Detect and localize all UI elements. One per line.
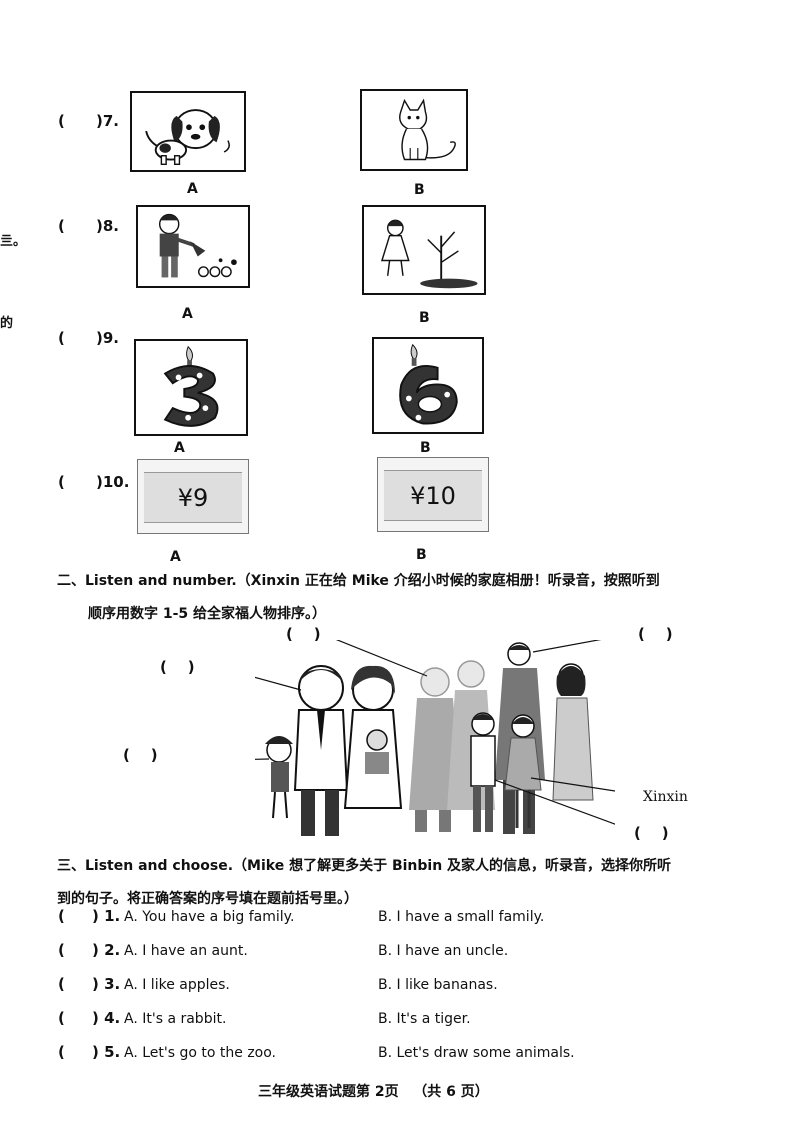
option-image-8a[interactable]: [136, 205, 250, 288]
choice-paren-4: (: [58, 1009, 65, 1027]
choice-number-4: ) 4.: [92, 1009, 121, 1027]
family-bracket-5[interactable]: ( ): [634, 824, 669, 842]
section-two-title-cont: 顺序用数字 1-5 给全家福人物排序。）: [88, 606, 327, 622]
margin-fragment-2: 的: [0, 316, 14, 331]
option-image-10a[interactable]: ¥9: [137, 459, 249, 534]
family-photo-icon: [172, 632, 642, 836]
family-bracket-2[interactable]: ( ): [160, 658, 195, 676]
question-number-9: )9.: [96, 329, 119, 347]
dog-icon: [145, 109, 230, 166]
answer-paren-8: (: [58, 217, 65, 235]
family-bracket-4[interactable]: ( ): [638, 625, 673, 643]
choice-number-2: ) 2.: [92, 941, 121, 959]
option-label-7a: A: [187, 181, 198, 197]
choice-2-a[interactable]: A. I have an aunt.: [124, 943, 248, 959]
choice-3-b[interactable]: B. I like bananas.: [378, 977, 498, 993]
option-label-7b: B: [414, 182, 425, 198]
choice-number-3: ) 3.: [92, 975, 121, 993]
option-image-9a[interactable]: [134, 339, 248, 436]
margin-fragment-1: 亖。: [0, 234, 27, 249]
girl-tree-icon: [380, 219, 478, 289]
option-image-7b[interactable]: [360, 89, 468, 171]
family-bracket-3[interactable]: ( ): [123, 746, 158, 764]
choice-1-b[interactable]: B. I have a small family.: [378, 909, 545, 925]
page-footer: 三年级英语试题第 2页 （共 6 页）: [258, 1084, 489, 1100]
option-label-10a: A: [170, 549, 181, 565]
choice-4-a[interactable]: A. It's a rabbit.: [124, 1011, 227, 1027]
option-label-9b: B: [420, 440, 431, 456]
question-number-8: )8.: [96, 217, 119, 235]
candle-six-icon: [399, 343, 458, 425]
section-two-title: 二、Listen and number.（Xinxin 正在给 Mike 介绍小…: [57, 573, 660, 589]
cat-icon: [399, 98, 456, 161]
price-label-10b: ¥10: [384, 470, 482, 521]
option-label-8a: A: [182, 306, 193, 322]
price-label-10a: ¥9: [144, 472, 242, 523]
family-photo: [172, 632, 642, 845]
boy-watering-icon: [158, 213, 237, 278]
answer-paren-7: (: [58, 112, 65, 130]
choice-5-a[interactable]: A. Let's go to the zoo.: [124, 1045, 276, 1061]
choice-2-b[interactable]: B. I have an uncle.: [378, 943, 509, 959]
choice-3-a[interactable]: A. I like apples.: [124, 977, 230, 993]
choice-1-a[interactable]: A. You have a big family.: [124, 909, 295, 925]
candle-three-icon: [163, 345, 219, 427]
question-number-10: )10.: [96, 473, 130, 491]
choice-paren-3: (: [58, 975, 65, 993]
answer-paren-10: (: [58, 473, 65, 491]
section-three-title: 三、Listen and choose.（Mike 想了解更多关于 Binbin…: [57, 858, 672, 874]
xinxin-label: Xinxin: [643, 789, 688, 805]
choice-number-5: ) 5.: [92, 1043, 121, 1061]
family-bracket-1[interactable]: ( ): [286, 625, 321, 643]
choice-paren-1: (: [58, 907, 65, 925]
option-image-10b[interactable]: ¥10: [377, 457, 489, 532]
question-number-7: )7.: [96, 112, 119, 130]
option-image-7a[interactable]: [130, 91, 246, 172]
choice-number-1: ) 1.: [92, 907, 121, 925]
choice-5-b[interactable]: B. Let's draw some animals.: [378, 1045, 575, 1061]
option-label-8b: B: [419, 310, 430, 326]
option-label-10b: B: [416, 547, 427, 563]
answer-paren-9: (: [58, 329, 65, 347]
choice-paren-5: (: [58, 1043, 65, 1061]
choice-paren-2: (: [58, 941, 65, 959]
option-image-8b[interactable]: [362, 205, 486, 295]
section-three-title-cont: 到的句子。将正确答案的序号填在题前括号里。）: [57, 891, 358, 907]
choice-4-b[interactable]: B. It's a tiger.: [378, 1011, 471, 1027]
option-image-9b[interactable]: [372, 337, 484, 434]
option-label-9a: A: [174, 440, 185, 456]
